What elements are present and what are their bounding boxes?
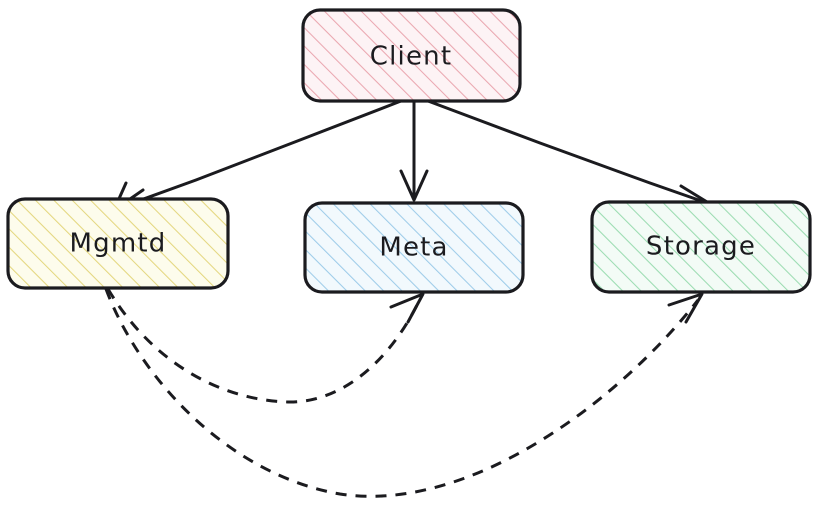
node-meta-shape[interactable]: [303, 201, 525, 294]
node-storage[interactable]: Storage: [590, 200, 812, 294]
node-meta[interactable]: Meta: [303, 201, 525, 294]
node-client-label: Client: [370, 42, 452, 72]
edge-client-to-storage: [426, 99, 714, 216]
edge-mgmtd-to-meta: [106, 288, 425, 404]
node-mgmtd-shape[interactable]: [6, 197, 230, 290]
node-storage-label: Storage: [646, 232, 756, 262]
node-mgmtd-label: Mgmtd: [70, 229, 167, 259]
edge-mgmtd-to-storage: [104, 288, 704, 498]
node-client-shape[interactable]: [301, 8, 522, 103]
edge-client-to-meta: [399, 99, 429, 202]
node-client[interactable]: Client: [301, 8, 522, 103]
node-meta-label: Meta: [379, 233, 448, 263]
edge-client-to-mgmtd: [112, 99, 403, 212]
node-storage-shape[interactable]: [590, 200, 812, 294]
node-mgmtd[interactable]: Mgmtd: [6, 197, 230, 290]
